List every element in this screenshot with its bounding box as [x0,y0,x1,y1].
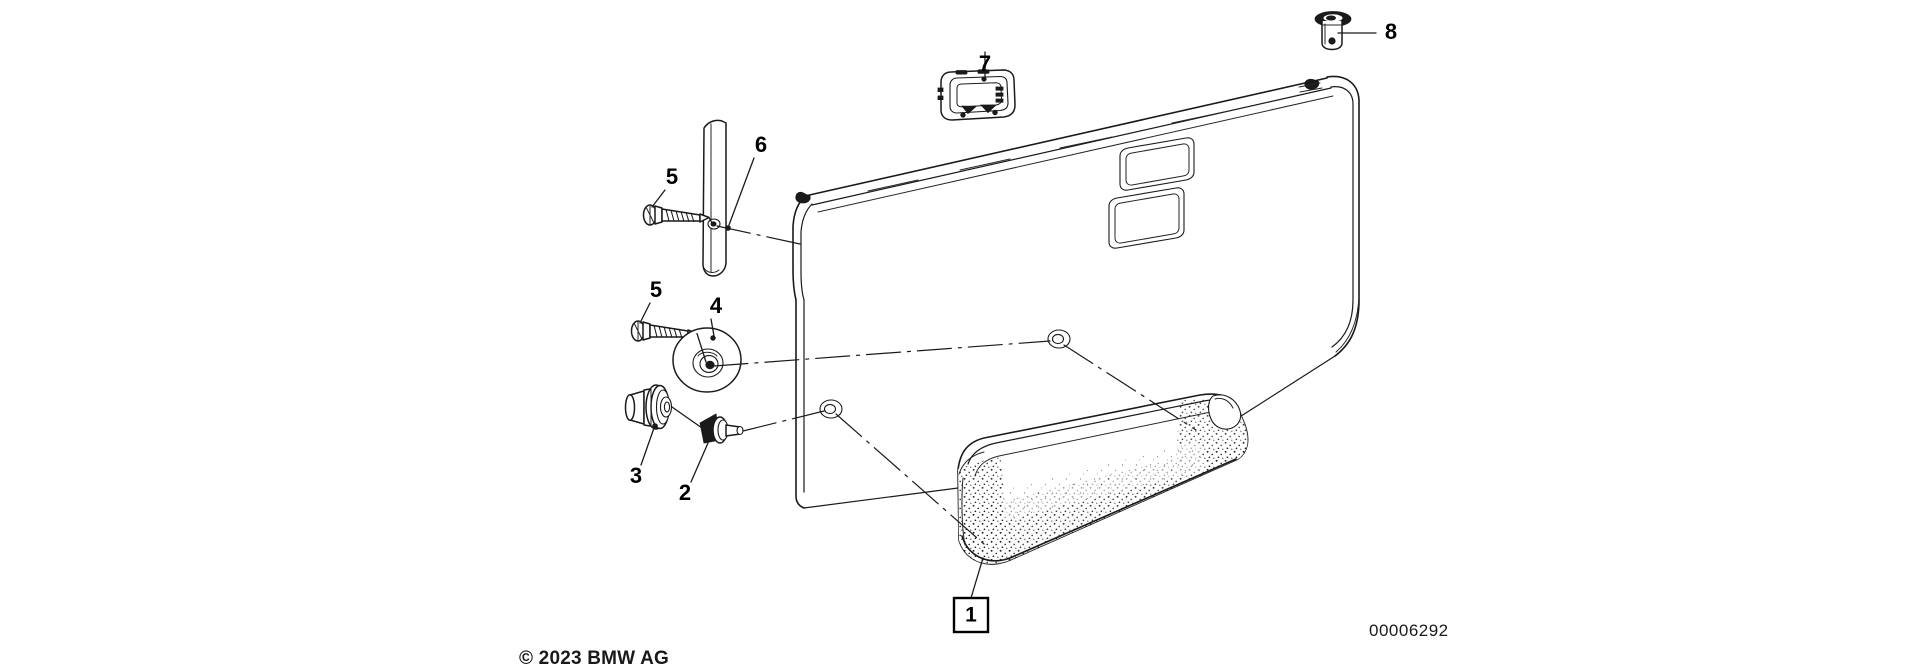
callout-leaders [639,32,1377,599]
part-8-grommet-bushing [1314,11,1352,51]
callout-label-5-upper: 5 [666,164,678,189]
diagram-id-text: 00006292 [1369,621,1449,640]
panel-mount-hole-right [1047,329,1071,349]
panel-hole-connectors [835,344,1197,546]
part-4-washer-disc [672,327,742,393]
assembly-axis-lines [671,216,1051,432]
panel-mount-hole-left [819,399,843,419]
callout-label-6: 6 [755,132,767,157]
panel-recess-upper [1119,137,1195,191]
callout-label-1-boxed: 1 [952,596,990,634]
door-panel [792,73,1363,509]
callout-label-2: 2 [679,480,691,505]
copyright-text: © 2023 BMW AG [519,648,669,669]
callout-label-3: 3 [630,463,642,488]
panel-recess-lower [1108,187,1185,249]
callout-label-8: 8 [1385,19,1397,44]
callout-labels: 8 7 6 5 5 4 3 2 [630,19,1397,505]
part-5-screw-upper [642,204,710,226]
callout-label-7: 7 [979,51,991,76]
part-3-knob-bushing [624,384,673,430]
part-6-trim-strip [702,119,731,277]
callout-label-1: 1 [965,604,977,627]
part-2-conical-stud-screw [699,413,744,444]
callout-label-4: 4 [710,293,723,318]
callout-label-5-lower: 5 [650,277,662,302]
part-7-switch-bezel [937,69,1016,121]
